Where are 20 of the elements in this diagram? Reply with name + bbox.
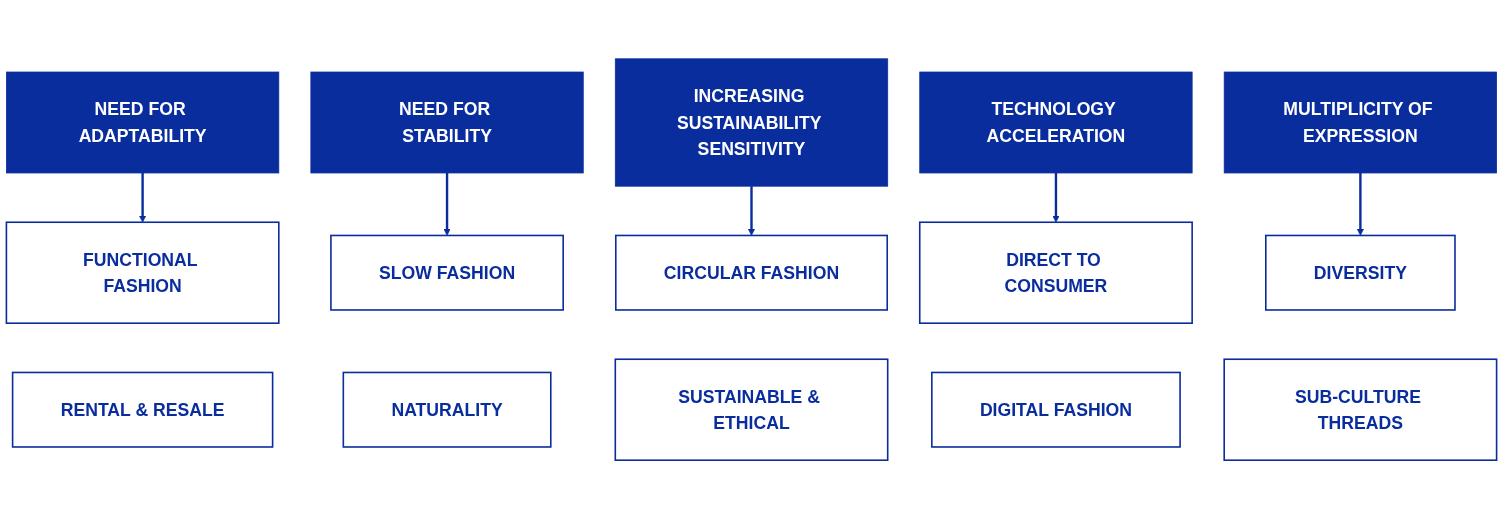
node-box: SLOW FASHION	[330, 234, 564, 311]
arrow	[139, 172, 147, 223]
node-box: NATURALITY	[342, 371, 552, 448]
arrow	[1052, 172, 1060, 223]
arrow	[1356, 172, 1364, 236]
node-box: MULTIPLICITY OF EXPRESSION	[1223, 71, 1497, 174]
node-box: CIRCULAR FASHION	[615, 234, 888, 311]
node-box: FUNCTIONAL FASHION	[5, 221, 280, 324]
node-box: SUSTAINABLE & ETHICAL	[614, 358, 889, 461]
node-box: INCREASING SUSTAINABILITY SENSITIVITY	[614, 58, 889, 187]
node-box: TECHNOLOGY ACCELERATION	[919, 71, 1193, 174]
arrow	[443, 172, 451, 236]
node-box: NEED FOR ADAPTABILITY	[6, 71, 280, 174]
node-box: SUB-CULTURE THREADS	[1223, 358, 1498, 461]
node-box: DIRECT TO CONSUMER	[918, 221, 1193, 324]
node-box: DIVERSITY	[1265, 234, 1456, 311]
node-box: NEED FOR STABILITY	[310, 71, 584, 174]
node-box: DIGITAL FASHION	[931, 371, 1181, 448]
arrow	[747, 186, 756, 236]
node-box: RENTAL & RESALE	[11, 371, 274, 448]
